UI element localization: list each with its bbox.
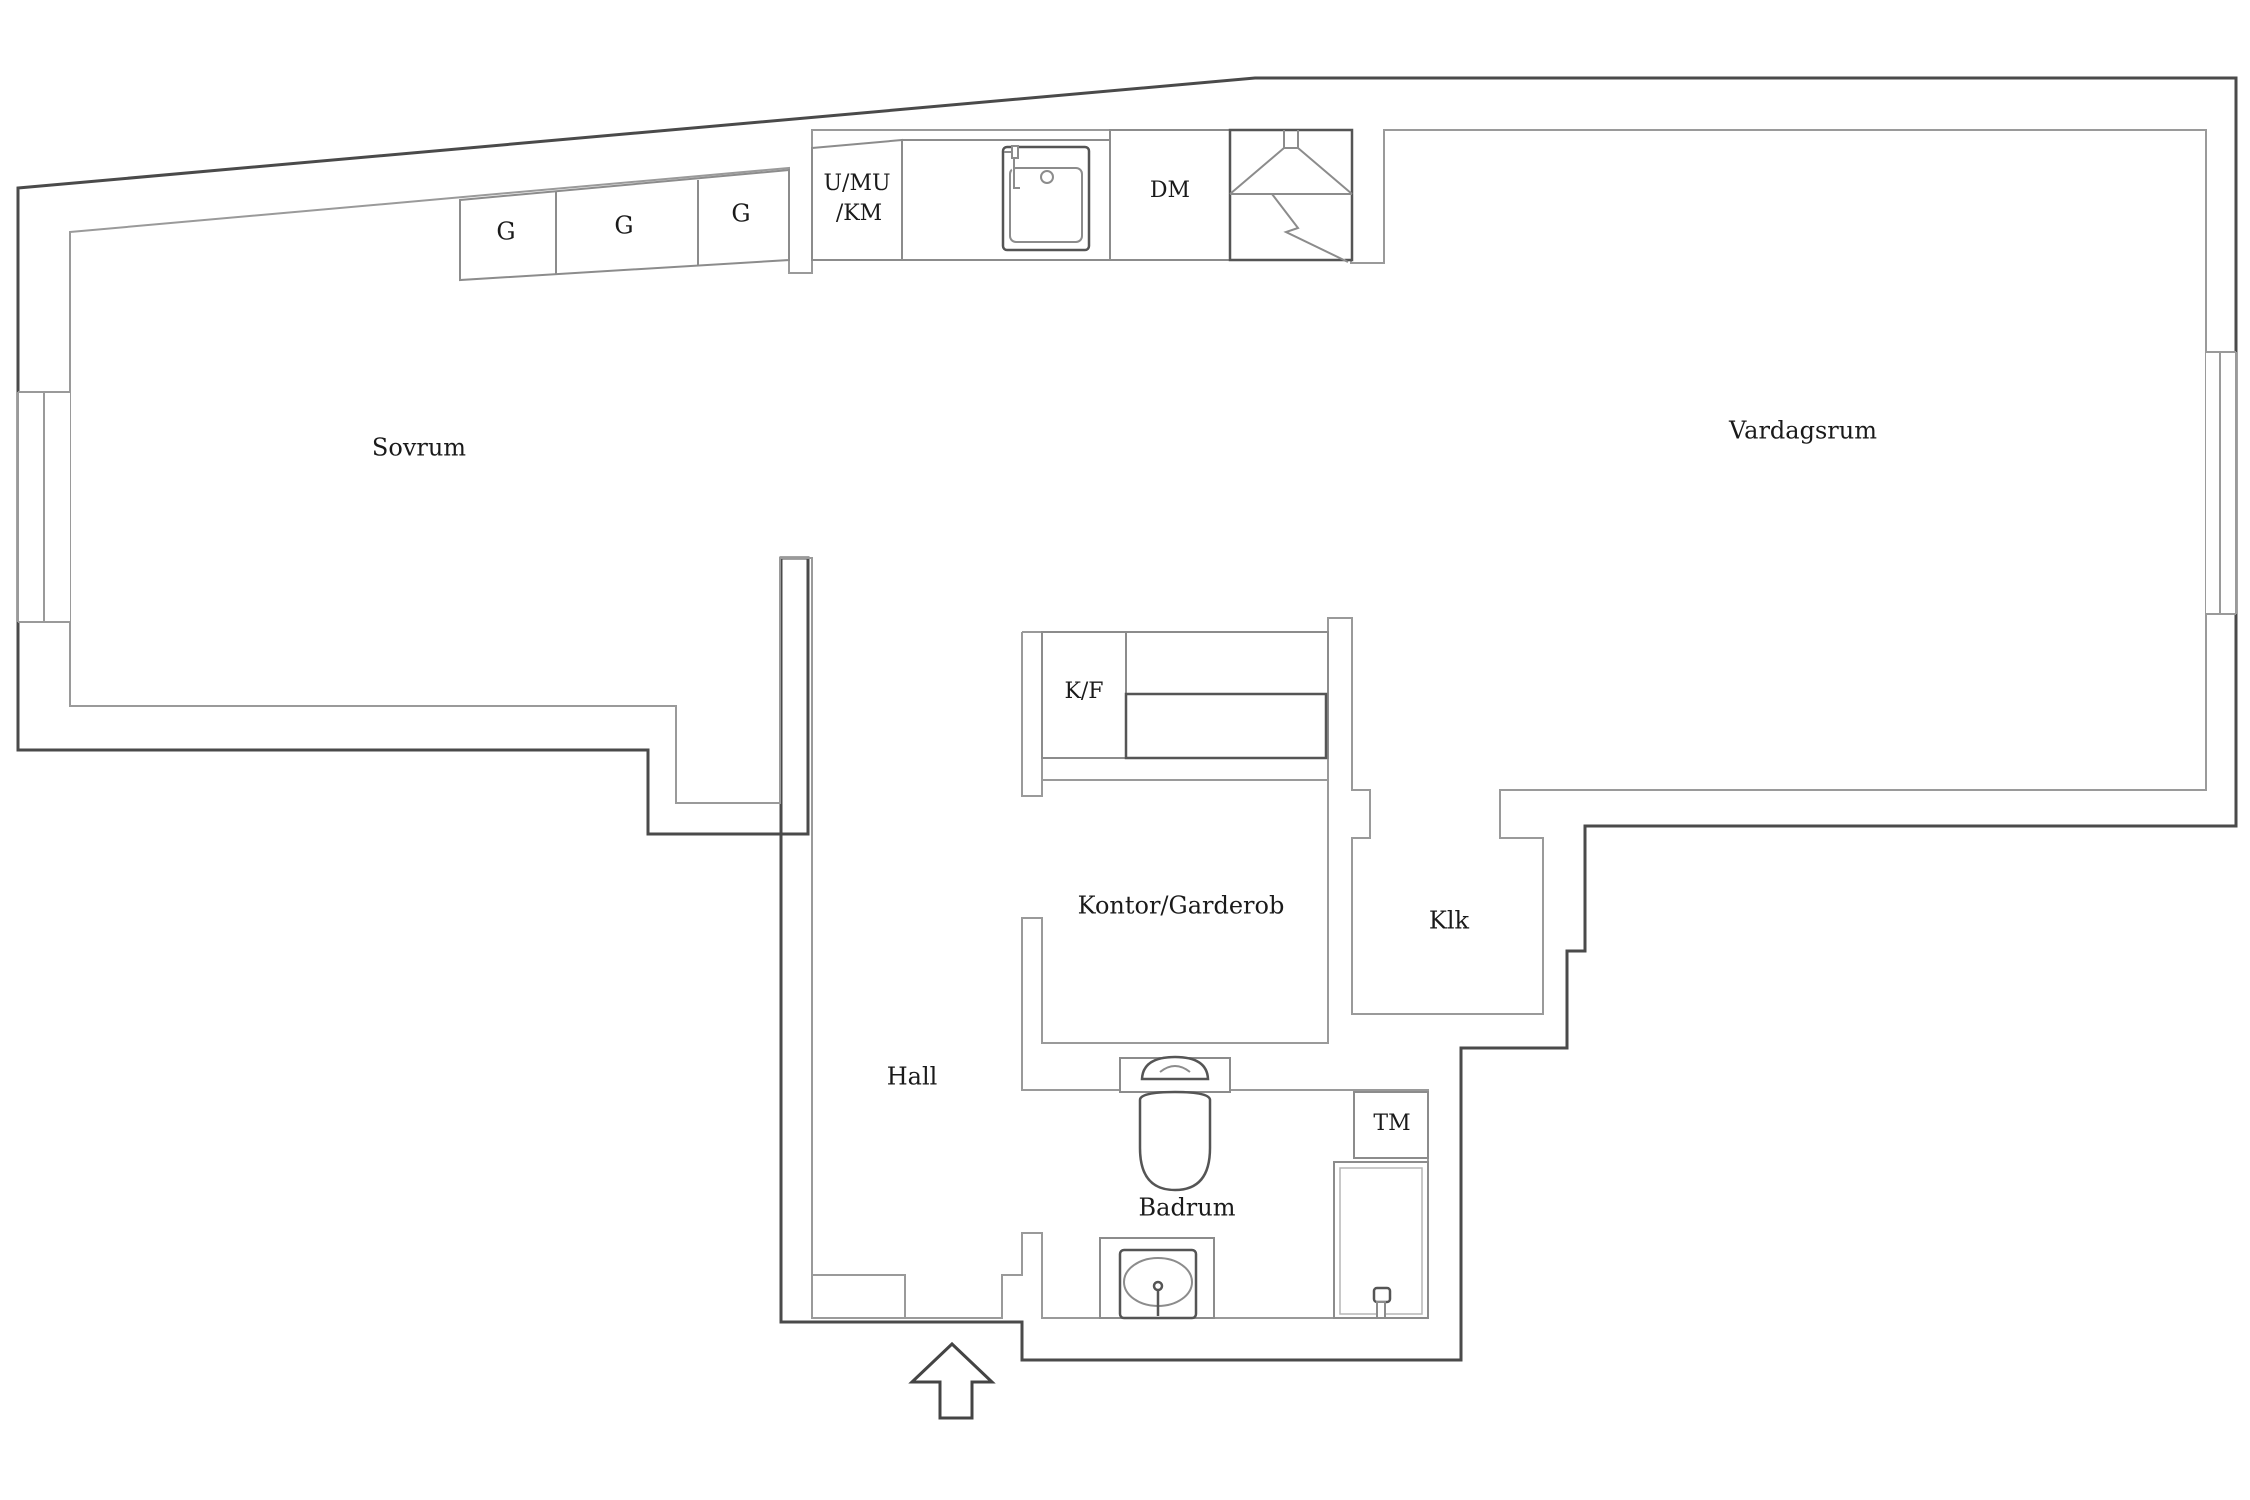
room-label-hall: Hall xyxy=(887,1063,938,1091)
room-label-sovrum: Sovrum xyxy=(372,434,466,462)
kitchen-sink-icon xyxy=(1001,145,1091,252)
inner-wall xyxy=(69,129,2207,1319)
window-left xyxy=(17,391,70,623)
toilet-icon xyxy=(1119,1055,1231,1192)
cabinet-label-g2: G xyxy=(614,212,633,240)
kontor-wall xyxy=(1021,632,1328,797)
kf-label: K/F xyxy=(1064,679,1103,704)
entrance-arrow-icon xyxy=(908,1341,996,1420)
tm-label: TM xyxy=(1373,1111,1410,1136)
room-label-vardagsrum: Vardagsrum xyxy=(1728,417,1877,445)
room-label-klk: Klk xyxy=(1429,907,1470,935)
window-right xyxy=(2206,351,2237,615)
room-label-badrum: Badrum xyxy=(1139,1194,1236,1222)
hall-wall xyxy=(812,1274,906,1318)
umu-label-2: /KM xyxy=(836,201,882,226)
tap-icon xyxy=(1372,1286,1392,1319)
washbasin-icon xyxy=(1099,1237,1215,1320)
room-label-kontor: Kontor/Garderob xyxy=(1078,892,1285,920)
fridge-freezer xyxy=(1022,631,1329,780)
umu-label-1: U/MU xyxy=(823,171,890,196)
cabinet-label-g1: G xyxy=(496,218,515,246)
cabinet-row xyxy=(459,168,790,282)
dm-label: DM xyxy=(1150,178,1190,203)
outer-wall xyxy=(16,76,2238,1362)
washing-machine xyxy=(1353,1091,1429,1159)
stove-icon xyxy=(1228,128,1354,263)
cabinet-label-g3: G xyxy=(731,200,750,228)
